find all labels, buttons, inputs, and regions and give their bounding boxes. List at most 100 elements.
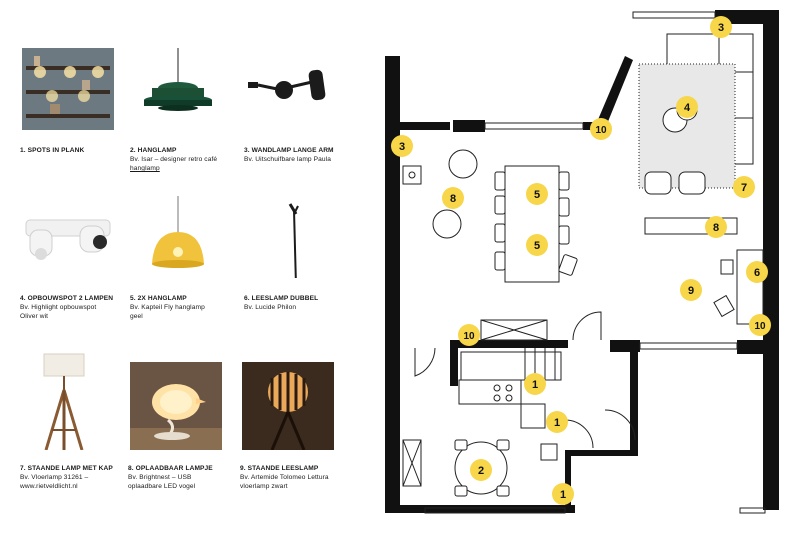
- windows: [424, 11, 766, 514]
- walls: [385, 10, 779, 513]
- wall-bay: [597, 56, 633, 124]
- catalog-desc-2: geel: [130, 313, 143, 320]
- catalog-desc-link[interactable]: hanglamp: [130, 165, 160, 172]
- ceiling-spot-photo: [22, 196, 114, 278]
- toilet: [540, 443, 558, 461]
- lamp-marker-label: 1: [554, 417, 560, 429]
- wall-wc: [565, 450, 638, 456]
- lamp-marker: [710, 16, 732, 38]
- lamp-marker: [470, 459, 492, 481]
- door-wc: [604, 409, 636, 441]
- lamp-marker-label: 6: [754, 267, 760, 279]
- yellow-pendant-photo: [132, 196, 224, 278]
- lamp-marker: [590, 118, 612, 140]
- round-table-chairs: [454, 439, 510, 497]
- lamp-marker-label: 10: [463, 331, 475, 342]
- lamp-marker: [391, 135, 413, 157]
- lamp-marker: [676, 96, 698, 118]
- lamp-marker-label: 7: [741, 182, 747, 194]
- catalog-caption: 4. OPBOUWSPOT 2 LAMPEN Bv. Highlight opb…: [20, 294, 132, 321]
- window-bottom: [424, 507, 566, 514]
- lamp-marker: [526, 234, 548, 256]
- window-bay-top: [632, 11, 716, 19]
- catalog-desc: Bv. Kapteil Fly hanglamp: [130, 304, 205, 311]
- catalog-caption: 5. 2x HANGLAMP Bv. Kapteil Fly hanglamp …: [130, 294, 242, 321]
- wall-bottom: [385, 505, 575, 513]
- lamp-marker-label: 1: [560, 489, 566, 501]
- lamp-marker: [552, 483, 574, 505]
- lamp-marker-label: 8: [450, 193, 456, 205]
- door-cupboard: [564, 419, 594, 449]
- catalog-desc-2: www.rietveldlicht.nl: [20, 483, 78, 490]
- lamp-marker: [524, 373, 546, 395]
- catalog-title: 6. LEESLAMP DUBBEL: [244, 295, 319, 302]
- catalog-caption: 7. STAANDE LAMP MET KAP Bv. Vloerlamp 31…: [20, 464, 132, 491]
- standing-reading-lamp-photo: [242, 362, 334, 450]
- lamp-marker: [546, 411, 568, 433]
- catalog-desc-2: oplaadbare LED vogel: [128, 483, 196, 490]
- desk: [736, 249, 764, 325]
- lamp-marker-label: 2: [478, 465, 484, 477]
- wall-wc-2: [565, 450, 571, 512]
- lamp-marker-label: 3: [718, 22, 724, 34]
- window-back: [639, 342, 738, 350]
- window-bottom-right: [739, 507, 766, 514]
- wall-pillar: [453, 120, 485, 132]
- doors: [414, 311, 636, 449]
- lamp-marker-label: 5: [534, 189, 540, 201]
- stairs: [460, 351, 562, 381]
- spots-in-plank-photo: [22, 48, 114, 130]
- floor-lamp-photo: [22, 350, 114, 450]
- lamp-marker-label: 5: [534, 240, 540, 252]
- lamp-marker: [442, 187, 464, 209]
- kitchen-counter: [458, 379, 522, 405]
- catalog-caption: 2. HANGLAMP Bv. Isar – designer retro ca…: [130, 146, 242, 173]
- door-left: [414, 347, 436, 377]
- catalog-desc: Bv. Highlight opbouwspot: [20, 304, 97, 311]
- lamp-marker-label: 1: [532, 379, 538, 391]
- lamp-marker: [680, 279, 702, 301]
- catalog-caption: 1. SPOTS IN PLANK: [20, 146, 132, 155]
- catalog-caption: 8. OPLAADBAAR LAMPJE Bv. Brightnest – US…: [128, 464, 240, 491]
- armchairs: [644, 171, 706, 195]
- catalog-desc-2: vloerlamp zwart: [240, 483, 288, 490]
- catalog-title: 2. HANGLAMP: [130, 147, 177, 154]
- catalog-desc: Bv. Isar – designer retro café: [130, 156, 218, 163]
- lamp-marker: [526, 183, 548, 205]
- catalog-desc: Bv. Brightnest – USB: [128, 474, 192, 481]
- lamp-marker-label: 4: [684, 102, 691, 114]
- desk-chair-1: [720, 259, 734, 275]
- catalog-desc: Bv. Lucide Philon: [244, 304, 297, 311]
- wall-partition-3: [737, 340, 767, 354]
- dining-chairs: [494, 171, 578, 276]
- pendant-lamp-photo: [132, 48, 224, 130]
- lamp-marker: [458, 324, 480, 346]
- kitchen-counter-2: [520, 403, 546, 429]
- lamp-marker: [733, 176, 755, 198]
- lamp-marker-label: 10: [754, 321, 766, 332]
- wall-partition-1: [450, 340, 568, 348]
- lamp-marker: [746, 261, 768, 283]
- reading-lamp-photo: [246, 196, 338, 278]
- lamp-marker-label: 10: [595, 125, 607, 136]
- wall-left: [385, 56, 400, 512]
- side-table: [402, 165, 422, 185]
- lamp-marker: [705, 216, 727, 238]
- wall-right: [763, 10, 779, 510]
- catalog-caption: 9. STAANDE LEESLAMP Bv. Artemide Tolomeo…: [240, 464, 352, 491]
- bird-lamp-photo: [130, 362, 222, 450]
- lamp-marker: [749, 314, 771, 336]
- catalog-caption: 3. WANDLAMP LANGE ARM Bv. Uitschuifbare …: [244, 146, 356, 164]
- desk-chair-2: [713, 294, 735, 318]
- catalog-title: 9. STAANDE LEESLAMP: [240, 465, 319, 472]
- catalog-caption: 6. LEESLAMP DUBBEL Bv. Lucide Philon: [244, 294, 356, 312]
- door-hall: [572, 311, 602, 341]
- reading-chairs: [402, 149, 478, 239]
- rug: [638, 63, 736, 189]
- window-front: [484, 122, 584, 130]
- catalog-title: 7. STAANDE LAMP MET KAP: [20, 465, 113, 472]
- wall-top-right: [715, 10, 779, 24]
- lamp-marker-label: 3: [399, 141, 405, 153]
